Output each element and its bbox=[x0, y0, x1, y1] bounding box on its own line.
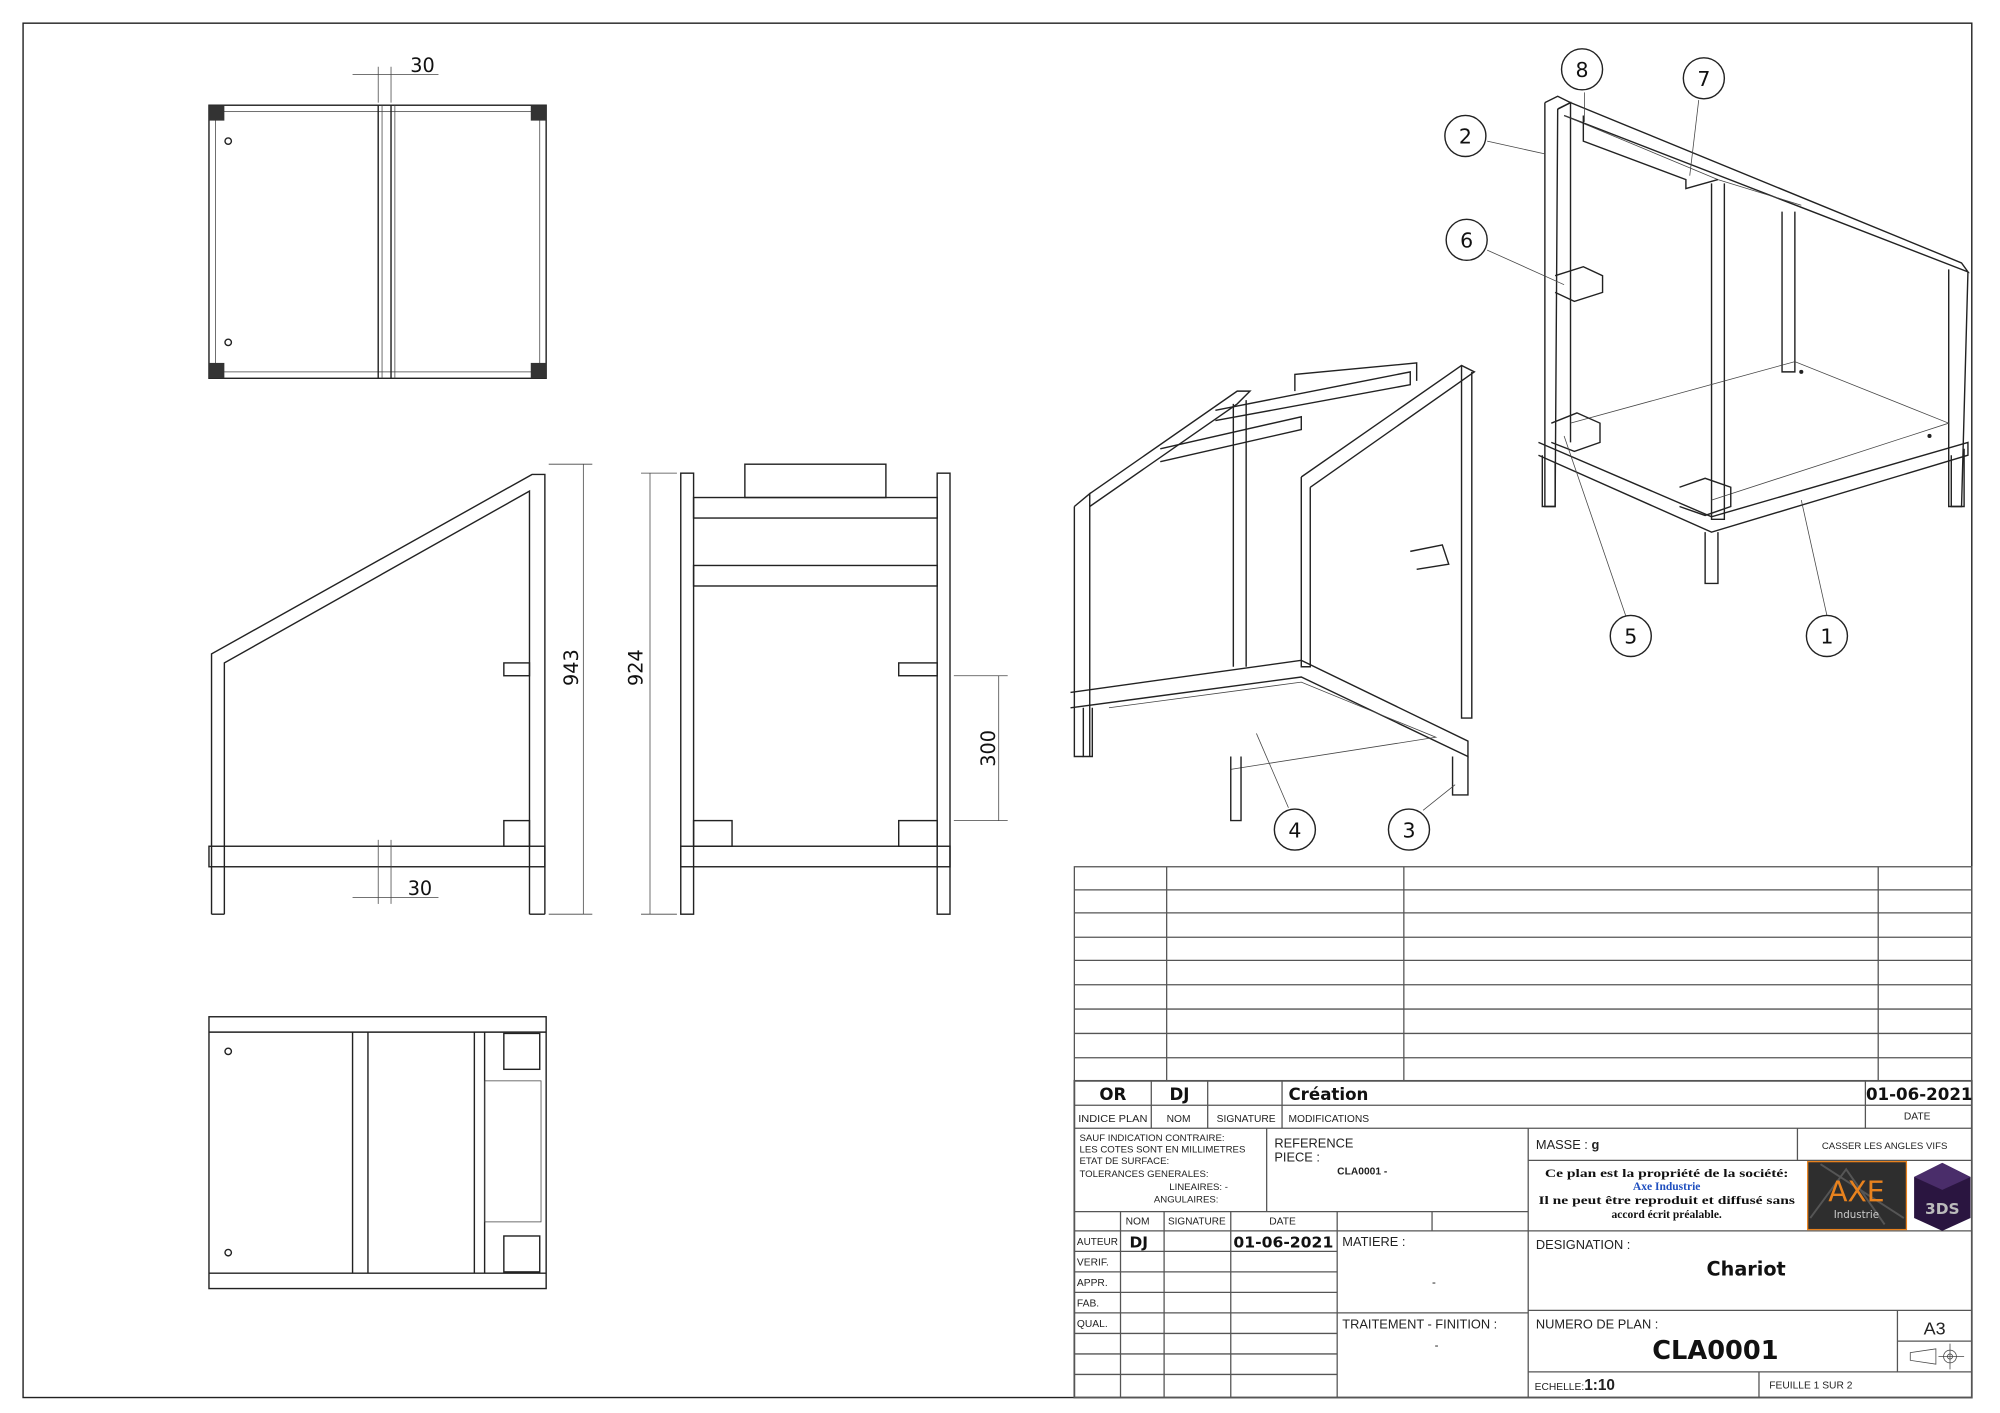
property-notice: Il ne peut être reproduit et diffusé san… bbox=[1538, 1195, 1795, 1207]
svg-text:AXE: AXE bbox=[1828, 1175, 1884, 1208]
label-modifications: MODIFICATIONS bbox=[1288, 1114, 1369, 1125]
note-line: ETAT DE SURFACE: bbox=[1079, 1156, 1169, 1167]
svg-text:8: 8 bbox=[1576, 58, 1589, 82]
note-line: TOLERANCES GENERALES: bbox=[1079, 1169, 1208, 1180]
svg-text:7: 7 bbox=[1697, 67, 1710, 91]
sig-header-date: DATE bbox=[1269, 1216, 1296, 1227]
label-indice-plan: INDICE PLAN bbox=[1078, 1114, 1147, 1125]
svg-text:5: 5 bbox=[1624, 625, 1637, 649]
bottom-view bbox=[208, 1016, 547, 1290]
balloon-8: 8 bbox=[1560, 48, 1604, 91]
format-value: A3 bbox=[1924, 1319, 1946, 1339]
note-line: ANGULAIRES: bbox=[1154, 1195, 1219, 1206]
balloons bbox=[1256, 92, 1828, 811]
matiere-label: MATIERE : bbox=[1342, 1234, 1405, 1249]
title-block: OR DJ Création 01-06-2021 INDICE PLAN NO… bbox=[1073, 1079, 1973, 1399]
balloon-6: 6 bbox=[1445, 218, 1488, 262]
projection-symbol-icon bbox=[1909, 1343, 1965, 1370]
balloon-3: 3 bbox=[1387, 808, 1431, 851]
reference-value: CLA0001 - bbox=[1337, 1166, 1387, 1177]
svg-text:3: 3 bbox=[1402, 818, 1415, 842]
iso-view-back bbox=[1538, 95, 1970, 585]
numero-label: NUMERO DE PLAN : bbox=[1536, 1316, 1658, 1331]
role-qual: QUAL. bbox=[1077, 1319, 1108, 1330]
dimension-height-side: 943 bbox=[560, 649, 583, 686]
revision-modification: Création bbox=[1288, 1085, 1368, 1104]
3ds-logo: 3DS bbox=[1914, 1162, 1971, 1231]
svg-text:Industrie: Industrie bbox=[1834, 1209, 1879, 1221]
dimension-height-bracket: 300 bbox=[977, 730, 1000, 767]
balloon-7: 7 bbox=[1682, 57, 1726, 100]
role-verif: VERIF. bbox=[1077, 1257, 1109, 1268]
revision-nom: DJ bbox=[1169, 1085, 1189, 1104]
dimension-bottom-width: 30 bbox=[408, 877, 432, 900]
svg-text:6: 6 bbox=[1460, 229, 1473, 253]
revision-table bbox=[1073, 866, 1973, 1082]
feuille-value: FEUILLE 1 SUR 2 bbox=[1769, 1381, 1852, 1392]
svg-text:1: 1 bbox=[1820, 625, 1833, 649]
echelle-field: ECHELLE:1:10 bbox=[1535, 1377, 1615, 1394]
auteur-nom: DJ bbox=[1129, 1234, 1147, 1252]
company-name: Axe Industrie bbox=[1633, 1181, 1701, 1193]
role-auteur: AUTEUR bbox=[1077, 1237, 1118, 1248]
svg-text:2: 2 bbox=[1459, 125, 1472, 149]
sheet-border bbox=[22, 22, 1973, 1399]
note-line: LES COTES SONT EN MILLIMETRES bbox=[1079, 1145, 1245, 1156]
property-notice: Ce plan est la propriété de la société: bbox=[1545, 1168, 1789, 1180]
role-fab: FAB. bbox=[1077, 1299, 1099, 1310]
reference-label-piece: PIECE : bbox=[1274, 1150, 1320, 1165]
axe-industrie-logo: AXE Industrie bbox=[1807, 1160, 1908, 1231]
designation-value: Chariot bbox=[1707, 1258, 1786, 1281]
property-notice: accord écrit préalable. bbox=[1612, 1209, 1722, 1221]
dimension-height-front: 924 bbox=[624, 649, 647, 686]
numero-value: CLA0001 bbox=[1652, 1336, 1778, 1366]
balloon-2: 2 bbox=[1444, 114, 1487, 158]
designation-label: DESIGNATION : bbox=[1536, 1237, 1630, 1252]
role-appr: APPR. bbox=[1077, 1278, 1108, 1289]
dimension-top-width: 30 bbox=[410, 54, 434, 77]
traitement-label: TRAITEMENT - FINITION : bbox=[1342, 1316, 1497, 1331]
sig-header-nom: NOM bbox=[1126, 1216, 1150, 1227]
note-line: SAUF INDICATION CONTRAIRE: bbox=[1079, 1133, 1224, 1144]
label-nom: NOM bbox=[1167, 1114, 1191, 1125]
iso-view-front bbox=[1070, 362, 1476, 822]
front-view: 924 300 bbox=[624, 463, 1008, 915]
balloon-1: 1 bbox=[1805, 614, 1849, 658]
traitement-value: - bbox=[1435, 1340, 1439, 1352]
reference-label: REFERENCE bbox=[1274, 1136, 1353, 1151]
balloon-5: 5 bbox=[1609, 614, 1652, 658]
label-date: DATE bbox=[1904, 1111, 1931, 1122]
sig-header-signature: SIGNATURE bbox=[1168, 1216, 1226, 1227]
label-signature: SIGNATURE bbox=[1217, 1114, 1276, 1125]
revision-indice: OR bbox=[1099, 1085, 1126, 1104]
top-view: 30 bbox=[208, 54, 547, 380]
side-view: 30 943 bbox=[208, 463, 593, 915]
auteur-date: 01-06-2021 bbox=[1233, 1234, 1333, 1252]
balloon-4: 4 bbox=[1273, 808, 1317, 851]
casser-angles-note: CASSER LES ANGLES VIFS bbox=[1822, 1141, 1948, 1152]
note-line: LINEAIRES: - bbox=[1169, 1182, 1228, 1193]
svg-text:4: 4 bbox=[1288, 818, 1301, 842]
matiere-value: - bbox=[1432, 1277, 1436, 1289]
svg-text:3DS: 3DS bbox=[1925, 1200, 1960, 1218]
masse-field: MASSE : g bbox=[1536, 1137, 1599, 1152]
revision-date: 01-06-2021 bbox=[1866, 1085, 1973, 1104]
